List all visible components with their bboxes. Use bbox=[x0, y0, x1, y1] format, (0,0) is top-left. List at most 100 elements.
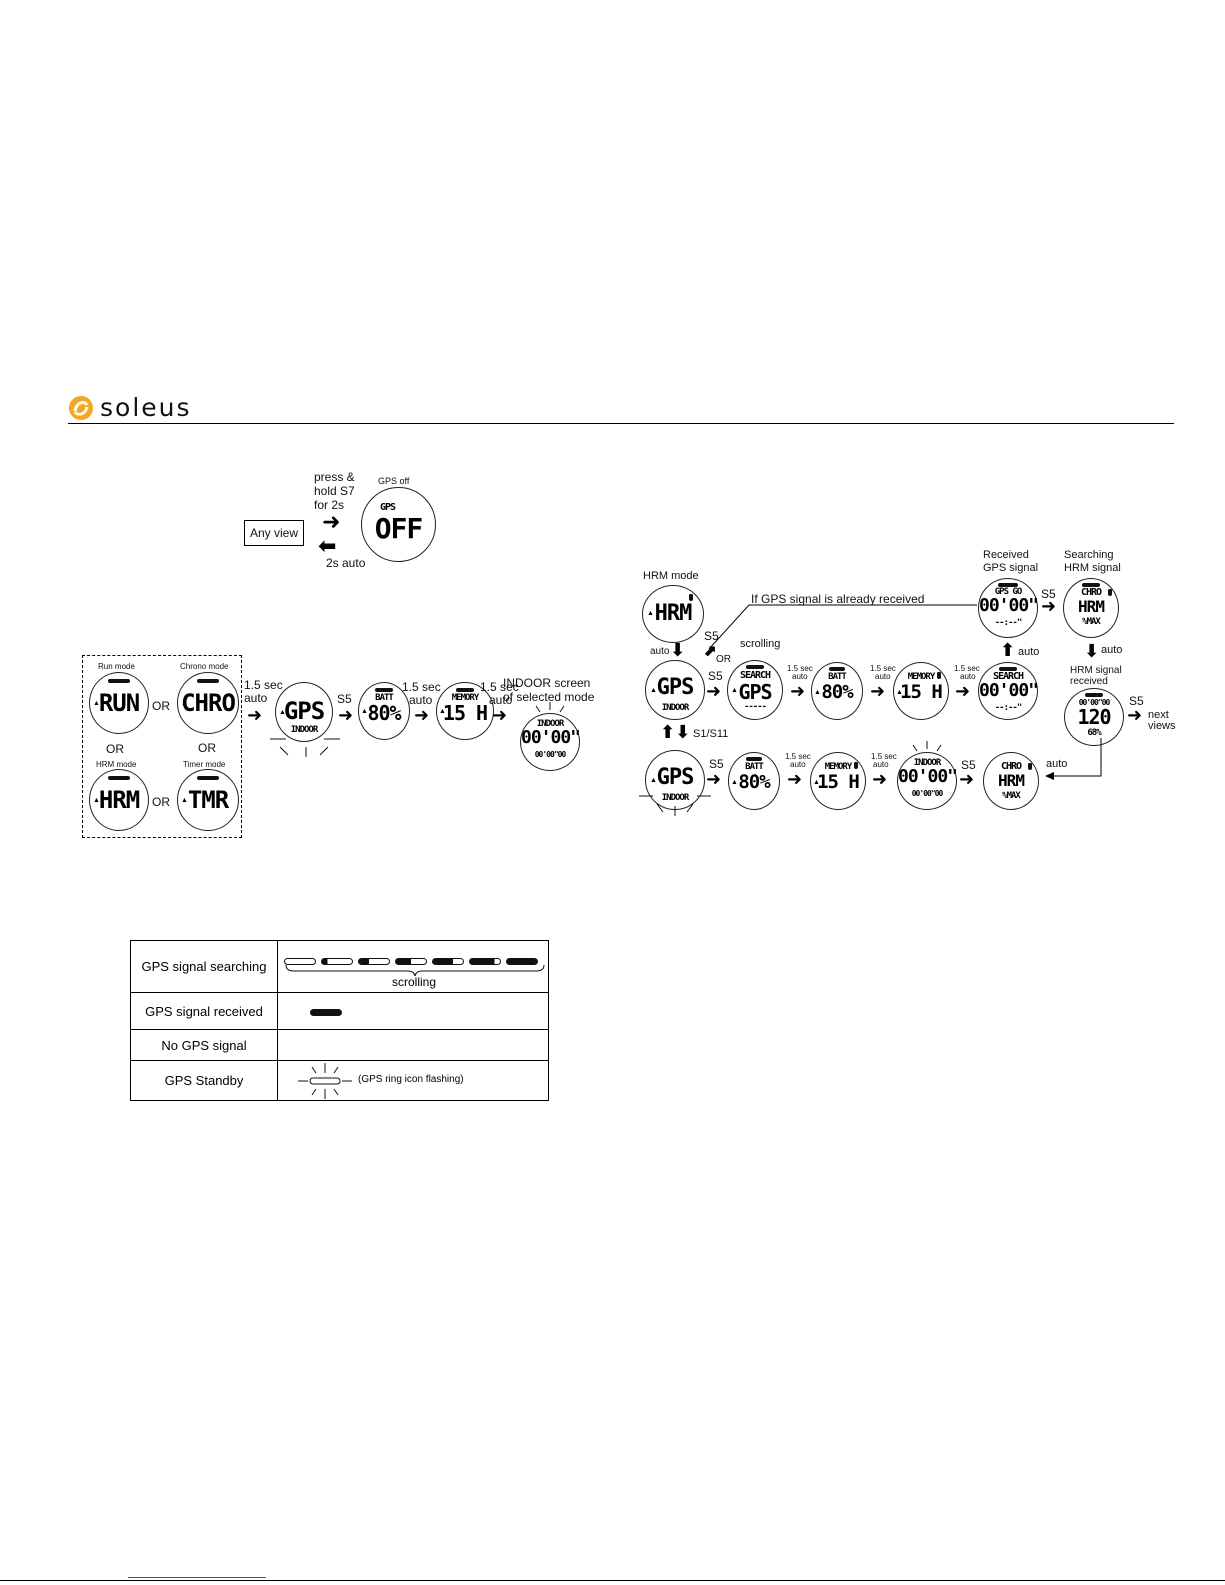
timer-mode-caption: Timer mode bbox=[183, 760, 226, 769]
standby-note: (GPS ring icon flashing) bbox=[358, 1074, 464, 1085]
lcd-received-dashes: --:--" bbox=[994, 618, 1023, 628]
watch-hrm-right: ▲ HRM bbox=[642, 585, 704, 643]
watch-gps-indoor-r: ▲ GPS INDOOR bbox=[645, 660, 705, 720]
flash-rays-icon bbox=[270, 738, 340, 757]
watch-memory-r: ▲ MEMORY 15 H bbox=[893, 662, 949, 720]
lcd-pmax-r2: %MAX bbox=[1002, 791, 1021, 801]
hrm-received-caption-1: HRM signal bbox=[1070, 665, 1122, 676]
or-label-3: OR bbox=[198, 741, 216, 755]
connector-line bbox=[1045, 738, 1102, 780]
s5-label-1: S5 bbox=[337, 692, 352, 706]
s5-label-r5: S5 bbox=[709, 757, 724, 771]
footer-rule bbox=[0, 1580, 1225, 1581]
watch-search-time: SEARCH 00'00" --:--" bbox=[978, 662, 1039, 720]
lcd-run: RUN bbox=[98, 689, 140, 717]
step-2-time: 1.5 sec bbox=[402, 680, 441, 694]
watch-searching-hrm: CHRO HRM %MAX bbox=[1063, 578, 1119, 638]
step-1-auto: auto bbox=[244, 691, 268, 705]
step-2-auto: auto bbox=[409, 693, 433, 707]
lcd-indoor-r2: INDOOR bbox=[661, 793, 690, 803]
lcd-hr-val: 120 bbox=[1077, 705, 1111, 729]
press-hold-label-2: hold S7 bbox=[314, 484, 355, 498]
auto-label-r4: auto bbox=[875, 672, 891, 681]
lcd-memory-val: 15 H bbox=[442, 701, 488, 725]
hrm-mode-caption: HRM mode bbox=[96, 760, 137, 769]
s5-label-r3: S5 bbox=[708, 669, 723, 683]
legend-key: GPS Standby bbox=[130, 1060, 278, 1101]
mode-selection-box bbox=[82, 655, 242, 838]
or-label-1: OR bbox=[152, 699, 170, 713]
step-3-time: 1.5 sec bbox=[480, 680, 519, 694]
lcd-gps: GPS bbox=[283, 697, 325, 725]
already-received-label: If GPS signal is already received bbox=[751, 592, 925, 606]
lcd-memory: MEMORY bbox=[451, 693, 480, 703]
sec-label-r3: 1.5 sec bbox=[954, 664, 980, 673]
watch-gps-received: GPS GO 00'00" --:--" bbox=[978, 578, 1039, 638]
lcd-chro-r1: CHRO bbox=[1080, 587, 1102, 598]
table-row: GPS Standby (GPS ring icon flashing) bbox=[130, 1060, 549, 1101]
arrow-down-icon: ⬇ bbox=[670, 640, 686, 661]
lcd-batt-val: 80% bbox=[367, 701, 401, 725]
watch-gps-indoor-r2: ▲ GPS INDOOR bbox=[645, 750, 705, 810]
arrow-up-icon: ⬆ bbox=[1000, 640, 1016, 661]
gps-off-caption: GPS off bbox=[378, 476, 410, 486]
lcd-indoor-time-r: 00'00" bbox=[898, 766, 958, 787]
lcd-hrm-r2: HRM bbox=[998, 771, 1025, 790]
table-row: GPS signal received bbox=[130, 992, 549, 1030]
next-views-1: next bbox=[1148, 709, 1169, 721]
lcd-search-gps: GPS bbox=[738, 680, 772, 704]
flashing-ring-icon bbox=[298, 1063, 352, 1099]
any-view-box: Any view bbox=[244, 520, 304, 546]
arrow-left-icon: ⬅ bbox=[318, 534, 337, 559]
flash-rays-icon bbox=[639, 795, 711, 816]
lcd-indoor-top: INDOOR bbox=[536, 719, 565, 729]
header-rule bbox=[68, 423, 1174, 424]
arrow-right-icon: ➜ bbox=[959, 769, 975, 790]
footer-link-underline[interactable] bbox=[128, 1577, 266, 1578]
indoor-caption-1: INDOOR screen bbox=[503, 676, 591, 690]
lcd-search-r2: SEARCH bbox=[992, 671, 1024, 682]
step-3-auto: auto bbox=[489, 693, 513, 707]
hrm-received-caption-2: received bbox=[1070, 676, 1108, 687]
lcd-hrm: HRM bbox=[98, 786, 140, 814]
scrolling-note: scrolling bbox=[392, 975, 437, 989]
lcd-memory-val-r2: 15 H bbox=[817, 771, 860, 793]
brand-name: soleus bbox=[100, 393, 192, 422]
auto-back-label: 2s auto bbox=[326, 556, 366, 570]
arrow-right-icon: ➜ bbox=[706, 681, 722, 702]
gps-legend-table: GPS signal searching scrolling GPS signa… bbox=[130, 940, 549, 1101]
arrow-right-icon: ➜ bbox=[1127, 705, 1143, 726]
watch-run: ▲ RUN bbox=[89, 672, 149, 734]
lcd-memory-val-r: 15 H bbox=[900, 681, 943, 703]
arrow-right-icon: ➜ bbox=[706, 769, 722, 790]
auto-label-r3: auto bbox=[792, 672, 808, 681]
received-caption-1: Received bbox=[983, 549, 1029, 561]
auto-label-r7: auto bbox=[790, 760, 806, 769]
arrow-right-icon: ➜ bbox=[787, 769, 803, 790]
watch-gps-off: GPS OFF bbox=[361, 487, 436, 562]
sec-label-r4: 1.5 sec bbox=[785, 752, 811, 761]
lcd-chro: CHRO bbox=[181, 689, 236, 717]
received-caption-2: GPS signal bbox=[983, 562, 1039, 574]
lcd-indoor: INDOOR bbox=[290, 725, 319, 735]
arrow-down-icon: ⬇ bbox=[1084, 641, 1100, 662]
flash-rays-icon bbox=[912, 741, 942, 752]
lcd-memory-r: MEMORY bbox=[907, 672, 936, 682]
s5-label-r6: S5 bbox=[961, 758, 976, 772]
legend-value bbox=[277, 1029, 549, 1061]
watch-timer: ▲ TMR bbox=[177, 769, 239, 831]
flash-rays-icon bbox=[535, 702, 565, 713]
auto-label-r8: auto bbox=[873, 760, 889, 769]
auto-label-1: auto bbox=[650, 646, 670, 657]
lcd-hrm-r1: HRM bbox=[1078, 597, 1105, 616]
watch-hrm-received: 00'00"00 120 68% bbox=[1064, 688, 1124, 746]
legend-value bbox=[277, 992, 549, 1030]
connector-line bbox=[708, 604, 977, 650]
legend-key: GPS signal searching bbox=[130, 940, 278, 993]
arrow-right-icon: ➜ bbox=[338, 705, 354, 726]
lcd-indoor-r: INDOOR bbox=[661, 703, 690, 713]
lcd-search-dashes: --:--" bbox=[994, 703, 1023, 713]
legend-value: (GPS ring icon flashing) bbox=[277, 1060, 549, 1101]
arrow-right-icon: ➜ bbox=[1041, 596, 1057, 617]
sec-label-r1: 1.5 sec bbox=[787, 664, 813, 673]
